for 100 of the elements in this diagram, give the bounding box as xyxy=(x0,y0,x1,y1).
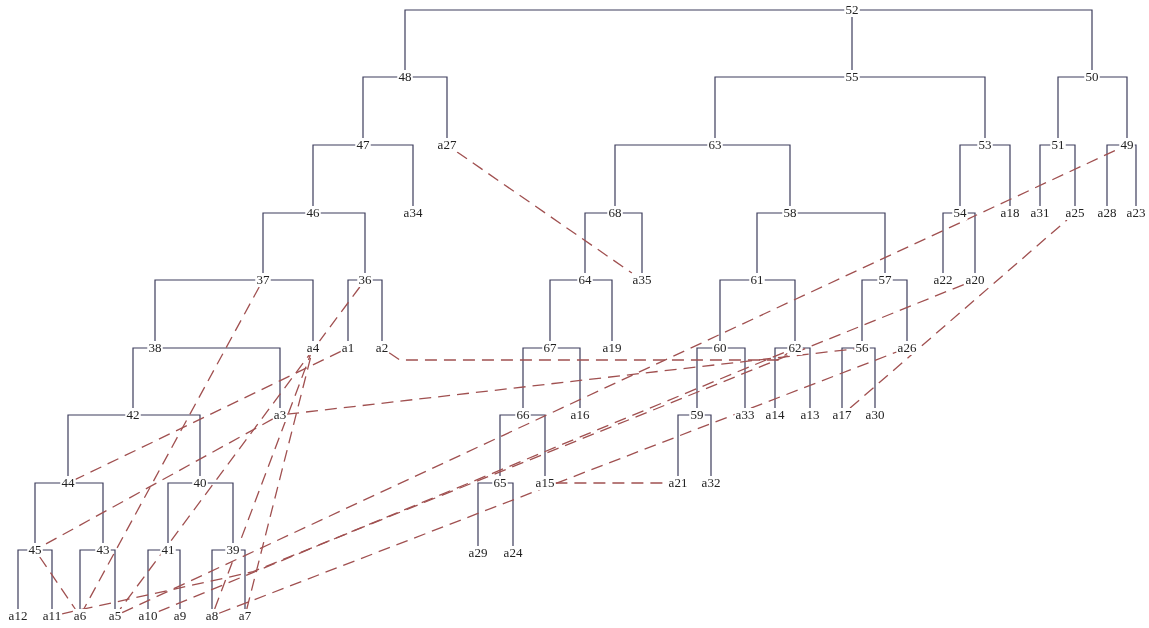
node-label: a25 xyxy=(1064,206,1086,220)
dashed-link-line xyxy=(39,556,76,610)
node-label: a26 xyxy=(896,341,918,355)
node-label: 47 xyxy=(355,138,371,152)
tree-branch-line xyxy=(529,414,546,477)
tree-branch-line xyxy=(404,9,846,71)
node-label: a19 xyxy=(601,341,623,355)
tree-branch-line xyxy=(851,16,853,71)
tree-branch-line xyxy=(211,549,227,610)
node-label: a7 xyxy=(237,609,253,623)
node-label: 36 xyxy=(357,273,373,287)
node-label: a4 xyxy=(305,341,321,355)
tree-branch-line xyxy=(262,212,307,274)
node-label: a3 xyxy=(272,408,288,422)
node-label: 44 xyxy=(60,476,76,490)
tree-branch-line xyxy=(17,549,29,610)
node-label: 61 xyxy=(749,273,765,287)
tree-branch-line xyxy=(369,144,414,207)
tree-branch-line xyxy=(796,212,886,274)
tree-branch-line xyxy=(556,347,581,409)
tree-branch-line xyxy=(966,212,976,274)
node-label: 60 xyxy=(712,341,728,355)
tree-branch-line xyxy=(79,549,97,610)
tree-branch-line xyxy=(891,279,908,342)
tree-branch-line xyxy=(1039,144,1052,207)
node-label: 56 xyxy=(854,341,870,355)
tree-branch-line xyxy=(74,482,104,544)
node-label: 37 xyxy=(255,273,271,287)
tree-branch-line xyxy=(756,212,784,274)
dashed-link-line xyxy=(388,352,789,361)
node-label: a13 xyxy=(799,408,821,422)
tree-branch-line xyxy=(109,549,116,610)
node-label: a32 xyxy=(700,476,722,490)
node-label: a30 xyxy=(864,408,886,422)
node-label: a12 xyxy=(7,609,29,623)
tree-branch-line xyxy=(499,414,517,477)
node-label: 40 xyxy=(192,476,208,490)
tree-branch-line xyxy=(719,279,751,342)
node-label: 53 xyxy=(977,138,993,152)
tree-branch-line xyxy=(858,76,986,139)
tree-branch-line xyxy=(714,76,846,139)
node-label: 39 xyxy=(225,543,241,557)
node-label: a16 xyxy=(569,408,591,422)
tree-branch-line xyxy=(319,212,366,274)
tree-branch-line xyxy=(1098,76,1128,139)
dashed-link-line xyxy=(214,354,311,610)
node-label: a5 xyxy=(107,609,123,623)
dashed-link-line xyxy=(849,219,1068,409)
node-label: a22 xyxy=(932,273,954,287)
dashed-link-line xyxy=(83,286,260,610)
tree-branch-line xyxy=(269,279,314,342)
node-label: 65 xyxy=(492,476,508,490)
tree-branch-line xyxy=(1106,144,1121,207)
node-label: a2 xyxy=(374,341,390,355)
tree-branch-line xyxy=(206,482,234,544)
tree-branch-line xyxy=(362,76,399,139)
tree-branch-line xyxy=(584,212,609,274)
tree-branch-line xyxy=(139,414,201,477)
tree-branch-line xyxy=(868,347,876,409)
node-label: 66 xyxy=(515,408,531,422)
node-label: a23 xyxy=(1125,206,1147,220)
tree-branch-line xyxy=(1057,76,1086,139)
node-label: a24 xyxy=(502,546,524,560)
node-label: a9 xyxy=(172,609,188,623)
node-label: a6 xyxy=(72,609,88,623)
node-label: a18 xyxy=(999,206,1021,220)
tree-branch-line xyxy=(959,144,979,207)
node-label: a20 xyxy=(964,273,986,287)
tree-branch-line xyxy=(41,549,53,610)
node-label: 67 xyxy=(542,341,558,355)
node-label: a17 xyxy=(831,408,853,422)
tree-branch-line xyxy=(726,347,746,409)
tree-branch-line xyxy=(161,347,281,409)
tree-branch-line xyxy=(841,347,856,409)
dashed-link-line xyxy=(119,286,361,610)
dashed-link-line xyxy=(286,348,856,415)
tree-branch-line xyxy=(861,279,879,342)
tree-branch-line xyxy=(132,347,149,409)
node-label: 64 xyxy=(577,273,593,287)
node-label: 51 xyxy=(1050,138,1066,152)
node-label: a14 xyxy=(764,408,786,422)
node-label: 46 xyxy=(305,206,321,220)
dashed-link-line xyxy=(61,283,966,615)
tree-branch-line xyxy=(477,482,494,547)
node-label: 42 xyxy=(125,408,141,422)
tree-branch-line xyxy=(677,414,691,477)
tree-branch-line xyxy=(801,347,811,409)
tree-branch-line xyxy=(591,279,613,342)
tree-branch-line xyxy=(67,414,127,477)
tree-branch-line xyxy=(721,144,791,207)
node-label: 50 xyxy=(1084,70,1100,84)
dashed-link-line xyxy=(456,151,633,274)
tree-branch-line xyxy=(1064,144,1076,207)
tree-branch-line xyxy=(371,279,383,342)
node-label: 55 xyxy=(844,70,860,84)
node-label: 45 xyxy=(27,543,43,557)
tree-branch-line xyxy=(942,212,954,274)
tree-branch-line xyxy=(991,144,1011,207)
tree-branch-line xyxy=(1133,144,1137,207)
node-label: 58 xyxy=(782,206,798,220)
